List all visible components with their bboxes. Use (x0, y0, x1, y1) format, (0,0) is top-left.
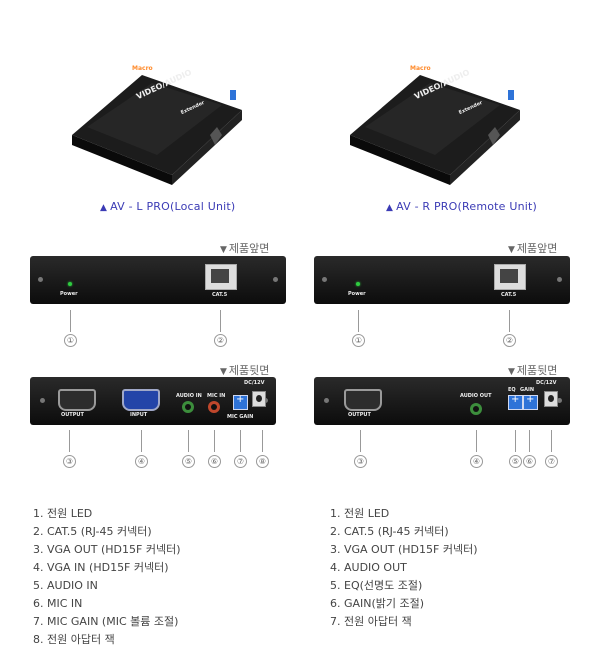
vga-output-port (344, 389, 382, 411)
local-rear-panel: OUTPUT INPUT AUDIO IN MIC IN MIC GAIN DC… (30, 377, 276, 425)
local-brand: Macro (132, 65, 153, 72)
list-item: 4. AUDIO OUT (330, 561, 407, 574)
list-item: 4. VGA IN (HD15F 커넥터) (33, 561, 169, 574)
list-item: 3. VGA OUT (HD15F 커넥터) (330, 543, 478, 556)
dc-jack (544, 391, 558, 407)
list-item: 7. MIC GAIN (MIC 볼륨 조절) (33, 615, 179, 628)
list-item: 2. CAT.5 (RJ-45 커넥터) (330, 525, 449, 538)
screw-icon (322, 277, 327, 282)
screw-icon (40, 398, 45, 403)
cat5-label: CAT.5 (212, 292, 228, 298)
local-unit-photo: Macro VIDEO/AUDIO Extender (62, 35, 252, 185)
vga-output-port (58, 389, 96, 411)
triangle-up-icon: ▲ (386, 203, 394, 213)
callout-2: ② (503, 334, 516, 347)
output-label: OUTPUT (348, 412, 371, 418)
triangle-down-icon: ▼ (508, 367, 515, 377)
audio-out-jack (470, 403, 482, 415)
callout-6: ⑥ (208, 455, 221, 468)
callout-4: ④ (470, 455, 483, 468)
audio-in-label: AUDIO IN (176, 393, 202, 399)
list-item: 5. EQ(선명도 조절) (330, 579, 423, 592)
screw-icon (273, 277, 278, 282)
gain-trimmer (523, 394, 538, 410)
vga-input-port (122, 389, 160, 411)
callout-5: ⑤ (182, 455, 195, 468)
local-rear-label: ▼제품뒷면 (220, 364, 270, 377)
eq-trimmer (508, 394, 523, 410)
screw-icon (324, 398, 329, 403)
dc-jack (252, 391, 266, 407)
remote-feature-list: 1. 전원 LED 2. CAT.5 (RJ-45 커넥터) 3. VGA OU… (330, 505, 478, 631)
triangle-down-icon: ▼ (220, 367, 227, 377)
callout-3: ③ (354, 455, 367, 468)
callout-4: ④ (135, 455, 148, 468)
triangle-up-icon: ▲ (100, 203, 108, 213)
callout-1: ① (64, 334, 77, 347)
list-item: 2. CAT.5 (RJ-45 커넥터) (33, 525, 152, 538)
mic-gain-label: MIC GAIN (227, 414, 254, 420)
rj45-port (205, 264, 237, 290)
cat5-label: CAT.5 (501, 292, 517, 298)
remote-unit-photo: Macro VIDEO/AUDIO Extender (340, 35, 530, 185)
local-front-panel: Power CAT.5 (30, 256, 286, 304)
dc-label: DC/12V (244, 380, 265, 386)
audio-out-label: AUDIO OUT (460, 393, 492, 399)
rj45-port (494, 264, 526, 290)
local-unit-device-image (72, 75, 242, 185)
remote-rear-panel: OUTPUT AUDIO OUT EQ GAIN DC/12V (314, 377, 570, 425)
callout-6: ⑥ (523, 455, 536, 468)
mic-gain-trimmer (233, 394, 248, 410)
dc-label: DC/12V (536, 380, 557, 386)
callout-2: ② (214, 334, 227, 347)
list-item: 5. AUDIO IN (33, 579, 98, 592)
mic-in-jack (208, 401, 220, 413)
power-label: Power (60, 291, 78, 297)
input-label: INPUT (130, 412, 148, 418)
remote-brand: Macro (410, 65, 431, 72)
power-label: Power (348, 291, 366, 297)
local-caption: ▲AV - L PRO(Local Unit) (100, 200, 236, 213)
callout-3: ③ (63, 455, 76, 468)
output-label: OUTPUT (61, 412, 84, 418)
power-led (68, 282, 72, 286)
triangle-down-icon: ▼ (220, 245, 227, 255)
list-item: 7. 전원 아답터 잭 (330, 615, 412, 628)
remote-front-label: ▼제품앞면 (508, 242, 558, 255)
remote-caption: ▲AV - R PRO(Remote Unit) (386, 200, 538, 213)
list-item: 1. 전원 LED (330, 507, 390, 520)
list-item: 8. 전원 아답터 잭 (33, 633, 115, 646)
remote-front-panel: Power CAT.5 (314, 256, 570, 304)
triangle-down-icon: ▼ (508, 245, 515, 255)
screw-icon (38, 277, 43, 282)
callout-8: ⑧ (256, 455, 269, 468)
list-item: 1. 전원 LED (33, 507, 93, 520)
remote-unit-device-image (350, 75, 520, 185)
audio-in-jack (182, 401, 194, 413)
list-item: 6. MIC IN (33, 597, 83, 610)
gain-label: GAIN (520, 387, 535, 393)
local-front-label: ▼제품앞면 (220, 242, 270, 255)
callout-7: ⑦ (545, 455, 558, 468)
list-item: 6. GAIN(밝기 조절) (330, 597, 425, 610)
power-led (356, 282, 360, 286)
screw-icon (557, 398, 562, 403)
callout-5: ⑤ (509, 455, 522, 468)
mic-in-label: MIC IN (207, 393, 226, 399)
list-item: 3. VGA OUT (HD15F 커넥터) (33, 543, 181, 556)
screw-icon (557, 277, 562, 282)
eq-label: EQ (508, 387, 516, 393)
callout-7: ⑦ (234, 455, 247, 468)
remote-rear-label: ▼제품뒷면 (508, 364, 558, 377)
local-feature-list: 1. 전원 LED 2. CAT.5 (RJ-45 커넥터) 3. VGA OU… (33, 505, 181, 649)
callout-1: ① (352, 334, 365, 347)
